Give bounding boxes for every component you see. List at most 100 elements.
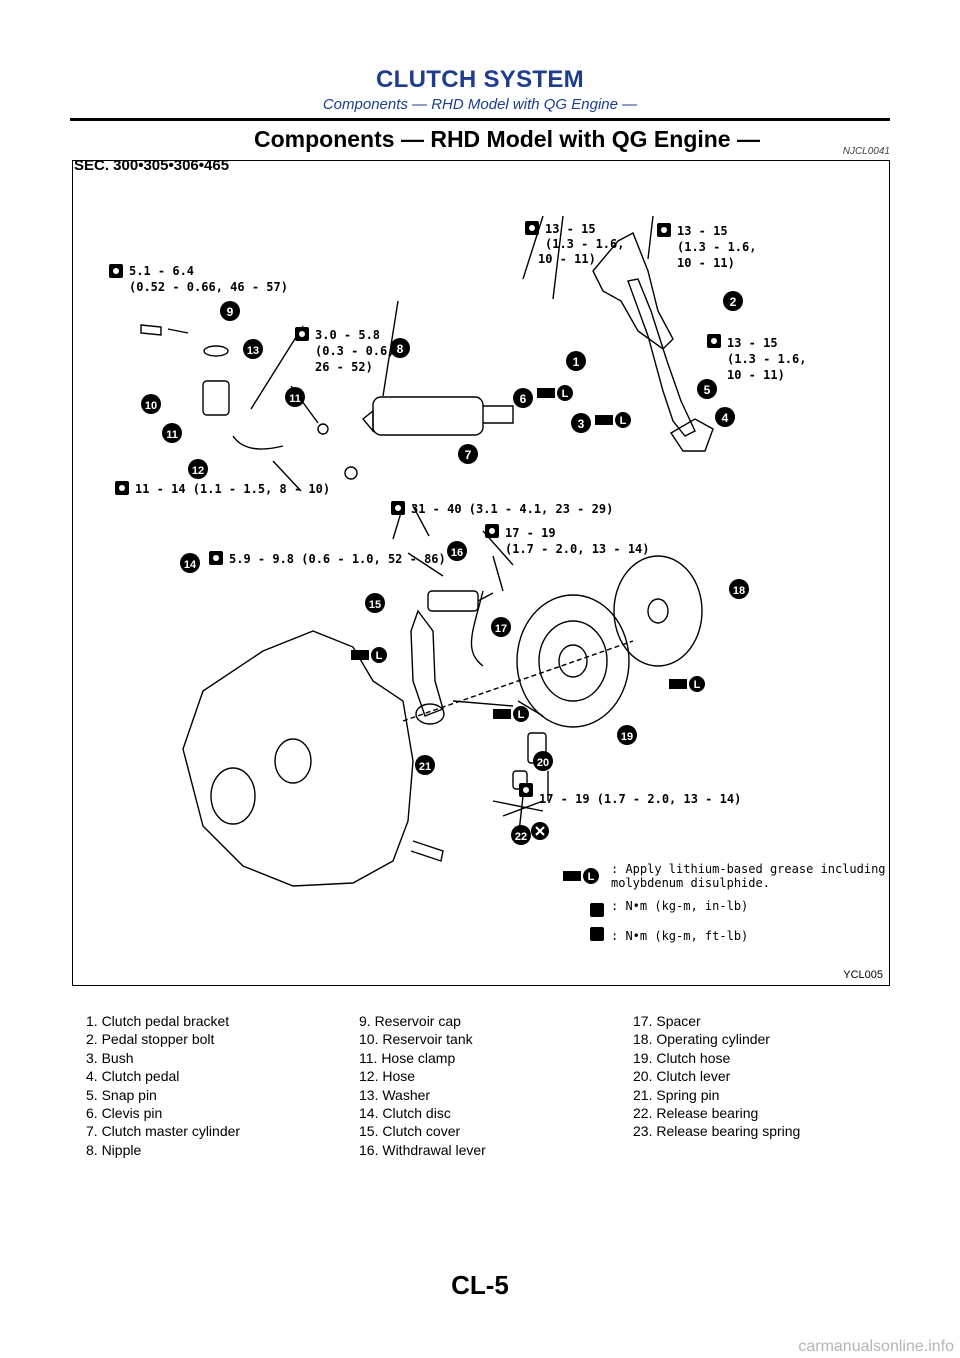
callout: 12	[188, 459, 208, 479]
section-heading-text: Components — RHD Model with QG Engine —	[254, 126, 760, 152]
callout: 8	[390, 338, 410, 358]
parts-list-col-3: 17. Spacer 18. Operating cylinder 19. Cl…	[633, 1012, 800, 1141]
page-header-title: CLUTCH SYSTEM	[376, 66, 584, 93]
grease-icon: L	[493, 706, 529, 722]
master-cylinder-drawing	[372, 396, 484, 436]
callout: 6	[513, 388, 533, 408]
svg-text:12: 12	[192, 465, 204, 477]
svg-text:6: 6	[520, 392, 527, 406]
hose-drawing	[232, 435, 284, 450]
callout: 15	[365, 593, 385, 613]
parts-list-item: 11. Hose clamp	[359, 1049, 456, 1066]
header-rule	[70, 118, 890, 121]
do-not-reuse-icon	[531, 822, 549, 840]
parts-list-col-1: 1. Clutch pedal bracket 2. Pedal stopper…	[86, 1012, 240, 1159]
callout: 13	[243, 339, 263, 359]
svg-text:13: 13	[247, 345, 259, 357]
legend-nm-ft-lb: : N•m (kg-m, ft-lb)	[611, 929, 749, 943]
page-number: CL-5	[451, 1270, 509, 1300]
svg-text:3: 3	[578, 417, 585, 431]
svg-text:7: 7	[465, 448, 472, 462]
callout: 19	[617, 725, 637, 745]
exploded-diagram: SEC. 300•305•306•465	[72, 157, 890, 986]
callout: 11	[285, 387, 305, 407]
parts-list-item: 13. Washer	[359, 1086, 431, 1103]
callout: 20	[533, 751, 553, 771]
torque-label: (0.3 - 0.6,	[315, 344, 394, 358]
parts-list-item: 6. Clevis pin	[86, 1105, 163, 1122]
figure-id: YCL005	[843, 969, 883, 981]
svg-text:8: 8	[397, 342, 404, 356]
parts-list-item: 3. Bush	[86, 1049, 134, 1066]
svg-text:17: 17	[495, 623, 507, 635]
callout: 18	[729, 579, 749, 599]
parts-list-item: 9. Reservoir cap	[359, 1013, 461, 1029]
pedal-arm-drawing	[627, 278, 696, 437]
callout: 4	[715, 407, 735, 427]
torque-label: (1.3 - 1.6,	[545, 237, 624, 251]
section-heading: Components — RHD Model with QG Engine — …	[70, 126, 890, 160]
torque-label: (1.3 - 1.6,	[677, 240, 756, 254]
callout: 3	[571, 413, 591, 433]
parts-list-item: 20. Clutch lever	[633, 1068, 731, 1085]
clutch-disc-drawing	[613, 555, 703, 667]
torque-label: 11 - 14 (1.1 - 1.5, 8 - 10)	[135, 482, 330, 496]
torque-label: 31 - 40 (3.1 - 4.1, 23 - 29)	[411, 502, 613, 516]
parts-list-item: 21. Spring pin	[633, 1086, 720, 1103]
clutch-cover-drawing	[516, 594, 630, 728]
svg-text:L: L	[562, 388, 569, 400]
parts-list-item: 22. Release bearing	[633, 1105, 759, 1122]
parts-list-item: 15. Clutch cover	[359, 1123, 461, 1140]
torque-label: 13 - 15	[727, 336, 778, 350]
svg-text:10: 10	[145, 400, 157, 412]
svg-text:L: L	[588, 871, 595, 883]
parts-list-item: 4. Clutch pedal	[86, 1068, 180, 1085]
torque-label: 3.0 - 5.8	[315, 328, 380, 342]
callout: 22	[511, 825, 531, 845]
svg-text:18: 18	[733, 585, 745, 597]
svg-text:19: 19	[621, 731, 633, 743]
torque-label: 10 - 11)	[727, 368, 785, 382]
torque-label: (1.7 - 2.0, 13 - 14)	[505, 542, 650, 556]
torque-label: 26 - 52)	[315, 360, 373, 374]
svg-text:11: 11	[166, 429, 178, 441]
callout: 5	[697, 379, 717, 399]
page-header-subtitle: Components — RHD Model with QG Engine —	[322, 96, 638, 113]
grease-marks: L L L L L L	[351, 385, 705, 884]
callout: 11	[162, 423, 182, 443]
callout: 16	[447, 541, 467, 561]
svg-text:L: L	[376, 650, 383, 662]
svg-text:14: 14	[184, 559, 197, 571]
callout: 7	[458, 444, 478, 464]
svg-text:22: 22	[515, 831, 527, 843]
parts-list-item: 14. Clutch disc	[359, 1105, 451, 1122]
operating-cylinder-drawing	[427, 590, 479, 612]
section-ref-code: NJCL0041	[842, 146, 890, 157]
callout: 21	[415, 755, 435, 775]
svg-text:4: 4	[722, 411, 729, 425]
withdrawal-lever-drawing	[410, 609, 444, 717]
torque-label: 13 - 15	[677, 224, 728, 238]
svg-text:20: 20	[537, 757, 549, 769]
legend: : Apply lithium-based grease including m…	[611, 861, 889, 951]
parts-list-item: 1. Clutch pedal bracket	[86, 1013, 230, 1029]
pedal-pad-drawing	[670, 418, 714, 452]
svg-text:L: L	[694, 679, 701, 691]
callout: 17	[491, 617, 511, 637]
callout: 14	[180, 553, 200, 573]
parts-list-item: 8. Nipple	[86, 1141, 142, 1158]
parts-list-item: 12. Hose	[359, 1068, 416, 1085]
torque-label: 17 - 19	[505, 526, 556, 540]
callout: 2	[723, 291, 743, 311]
legend-nm-in-lb: : N•m (kg-m, in-lb)	[611, 899, 749, 913]
torque-label: 5.1 - 6.4	[129, 264, 194, 278]
svg-text:11: 11	[289, 393, 301, 405]
svg-text:9: 9	[227, 305, 234, 319]
svg-text:1: 1	[573, 355, 580, 369]
callout: 1	[566, 351, 586, 371]
parts-list-item: 16. Withdrawal lever	[359, 1141, 486, 1158]
torque-label: 17 - 19 (1.7 - 2.0, 13 - 14)	[539, 792, 741, 806]
grease-icon: L	[351, 647, 387, 663]
sec-code: SEC. 300•305•306•465	[74, 157, 230, 174]
transmission-housing-drawing	[182, 630, 414, 887]
